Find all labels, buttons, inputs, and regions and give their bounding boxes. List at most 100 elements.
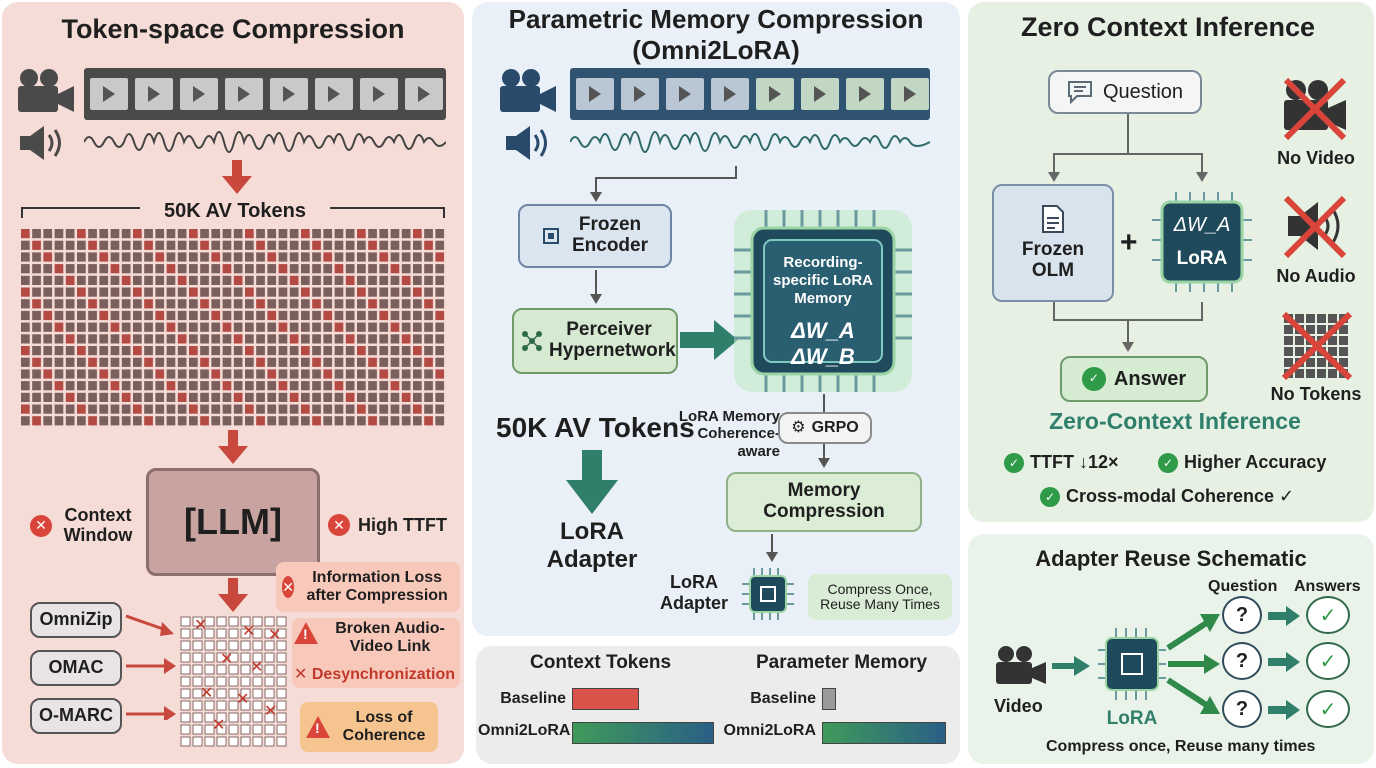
right-arrow-icon bbox=[680, 320, 738, 360]
tokens-label: 50K AV Tokens bbox=[140, 200, 330, 223]
frozen-encoder-box: Frozen Encoder bbox=[518, 204, 672, 268]
check-icon: ✓ bbox=[1004, 452, 1024, 473]
method-omnizip: OmniZip bbox=[30, 602, 122, 638]
question-label: Question bbox=[1102, 81, 1184, 103]
desync-row: ✕ Desynchronization bbox=[294, 664, 455, 684]
small-lora-adapter-label: LoRA Adapter bbox=[659, 572, 728, 613]
merge-arrows bbox=[1053, 302, 1203, 352]
svg-text:✕: ✕ bbox=[200, 685, 213, 702]
no-video-label: No Video bbox=[1277, 148, 1355, 168]
question-header: Question bbox=[1208, 578, 1278, 595]
bar-label-baseline-left: Baseline bbox=[500, 690, 566, 707]
lora-adapter-label: LoRA Adapter bbox=[546, 518, 638, 573]
info-loss-label: Information Loss after Compression bbox=[306, 568, 448, 604]
method-omarc: O-MARC bbox=[30, 698, 122, 734]
benefit-accuracy-label: Higher Accuracy bbox=[1184, 452, 1327, 472]
check-icon: ✓ bbox=[1081, 367, 1106, 391]
audio-waveform bbox=[84, 131, 446, 153]
method-omac: OMAC bbox=[30, 650, 122, 686]
down-arrow-icon bbox=[590, 270, 602, 304]
benefit-accuracy: ✓ Higher Accuracy bbox=[1158, 452, 1326, 473]
video-label: Video bbox=[994, 696, 1043, 716]
video-filmstrip bbox=[570, 68, 930, 120]
svg-text:✕: ✕ bbox=[194, 617, 207, 634]
speaker-icon bbox=[20, 126, 61, 160]
perceiver-label: Perceiver Hypernetwork bbox=[549, 319, 676, 361]
lora-chip bbox=[1098, 628, 1166, 700]
grpo-box: ⚙GRPO bbox=[778, 412, 872, 444]
down-arrow-icon bbox=[566, 450, 618, 514]
method-arrows bbox=[125, 614, 176, 720]
frozen-olm-label: Frozen OLM bbox=[1021, 239, 1085, 281]
panel4-title: Zero Context Inference bbox=[1020, 12, 1316, 42]
context-window-problem: ✕ Context Window bbox=[30, 505, 136, 546]
high-ttft-problem: ✕ High TTFT bbox=[328, 514, 447, 536]
split-arrows bbox=[1048, 114, 1208, 182]
coherence-callout: ! Loss of Coherence bbox=[300, 702, 438, 752]
grpo-label: GRPO bbox=[811, 419, 859, 437]
desync-label: Desynchronization bbox=[311, 666, 455, 683]
answer-check-bubble-icon: ✓ bbox=[1306, 596, 1350, 634]
document-icon bbox=[1042, 205, 1064, 234]
benefit-coherence-label: Cross-modal Coherence ✓ bbox=[1066, 486, 1295, 506]
fan-out-arrows bbox=[1166, 614, 1220, 714]
info-loss-callout: ✕ Information Loss after Compression bbox=[276, 562, 460, 612]
parameter-memory-title: Parameter Memory bbox=[756, 652, 928, 673]
memory-compression-box: Memory Compression bbox=[726, 472, 922, 532]
speaker-icon bbox=[506, 126, 547, 160]
llm-box: [LLM] bbox=[146, 468, 320, 576]
panel2-title: Parametric Memory Compression (Omni2LoRA… bbox=[508, 4, 924, 66]
down-arrow-icon bbox=[818, 444, 830, 468]
chip-formula: ΔW_A ΔW_B bbox=[791, 318, 855, 369]
x-icon: ✕ bbox=[328, 514, 350, 536]
no-audio-icon bbox=[1283, 195, 1347, 259]
bar-label-baseline-right: Baseline bbox=[750, 690, 816, 707]
x-icon: ✕ bbox=[294, 666, 308, 683]
svg-text:✕: ✕ bbox=[220, 651, 233, 668]
high-ttft-label: High TTFT bbox=[358, 514, 447, 535]
answer-check-bubble-icon: ✓ bbox=[1306, 642, 1350, 680]
broken-link-label: Broken Audio-Video Link bbox=[335, 620, 445, 656]
bar-label-omni-right: Omni2LoRA bbox=[723, 722, 816, 739]
frozen-encoder-label: Frozen Encoder bbox=[571, 214, 649, 256]
chat-bubble-icon bbox=[1067, 81, 1092, 104]
question-box: Question bbox=[1048, 70, 1202, 114]
frozen-olm-box: Frozen OLM bbox=[992, 184, 1114, 302]
svg-text:✕: ✕ bbox=[236, 691, 249, 708]
svg-text:✕: ✕ bbox=[212, 717, 225, 734]
question-bubble-icon: ? bbox=[1222, 690, 1262, 728]
panel1-title: Token-space Compression bbox=[61, 14, 405, 44]
bar-omni2lora bbox=[572, 722, 714, 744]
benefit-ttft-label: TTFT ↓12× bbox=[1030, 452, 1119, 472]
lora-chip bbox=[1152, 192, 1252, 292]
answers-header: Answers bbox=[1294, 578, 1361, 595]
compress-once-note: Compress Once, Reuse Many Times bbox=[808, 574, 952, 620]
no-tokens-icon bbox=[1282, 312, 1352, 380]
svg-text:✕: ✕ bbox=[250, 659, 263, 676]
lora-memory-chip bbox=[734, 210, 912, 392]
video-camera-icon bbox=[996, 646, 1046, 684]
answer-label: Answer bbox=[1113, 368, 1187, 390]
answer-box: ✓ Answer bbox=[1060, 356, 1208, 402]
network-icon bbox=[522, 331, 542, 351]
down-arrow-icon bbox=[823, 394, 825, 412]
chip-label: Recording-specific LoRA Memory bbox=[772, 254, 874, 307]
video-filmstrip bbox=[84, 68, 446, 120]
no-audio-label: No Audio bbox=[1276, 266, 1356, 286]
bar-baseline bbox=[822, 688, 836, 710]
video-camera-icon bbox=[500, 69, 556, 112]
bar-baseline bbox=[572, 688, 639, 710]
token-grid bbox=[21, 229, 445, 426]
warning-icon: ! bbox=[294, 622, 318, 649]
small-chip-icon bbox=[742, 568, 794, 620]
warning-icon: ! bbox=[306, 716, 330, 738]
check-icon: ✓ bbox=[1158, 452, 1178, 473]
x-icon: ✕ bbox=[30, 514, 52, 537]
plus-sign: + bbox=[1120, 226, 1138, 259]
right-arrow-icon bbox=[1052, 656, 1090, 676]
x-icon: ✕ bbox=[282, 576, 295, 598]
perceiver-box: Perceiver Hypernetwork bbox=[512, 308, 678, 374]
reuse-caption: Compress once, Reuse many times bbox=[1046, 738, 1316, 755]
context-window-label: Context Window bbox=[63, 505, 133, 545]
down-arrow-icon bbox=[218, 430, 248, 464]
